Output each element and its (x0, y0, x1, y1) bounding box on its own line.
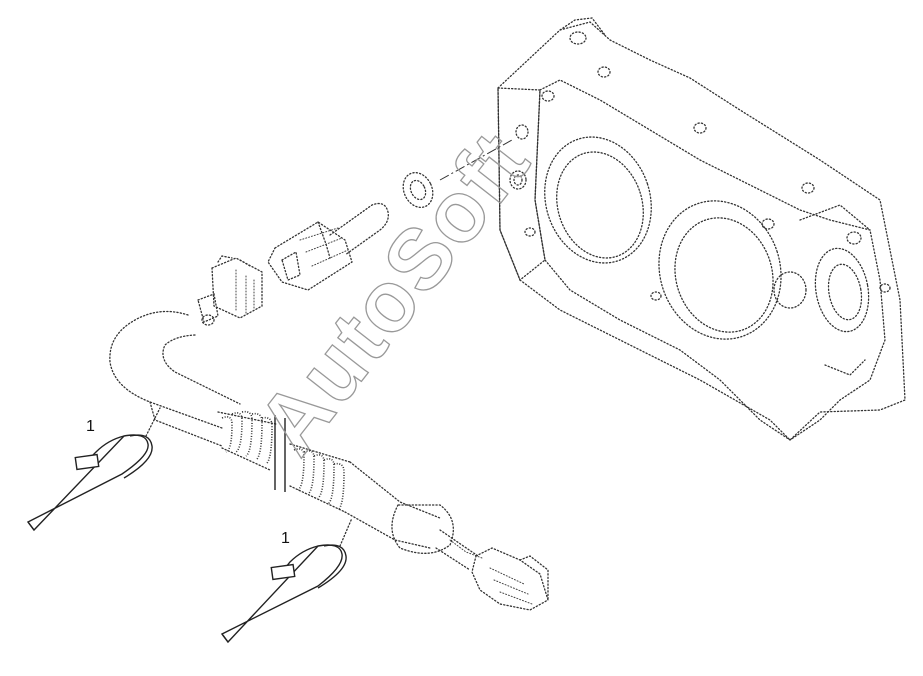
cable-tie-bottom (220, 517, 353, 644)
cable-tie-top (26, 407, 161, 532)
assembly-axis-line (439, 139, 513, 181)
watermark-text: AutoSoft (239, 114, 548, 472)
speed-sensor (267, 202, 389, 291)
harness-connector (197, 255, 263, 326)
lower-connector (471, 547, 549, 611)
wiring-harness (109, 310, 483, 571)
seal-ring (402, 171, 434, 209)
housing-block (497, 17, 906, 441)
callout-label-bottom: 1 (281, 530, 290, 547)
callout-label-top: 1 (86, 418, 95, 435)
